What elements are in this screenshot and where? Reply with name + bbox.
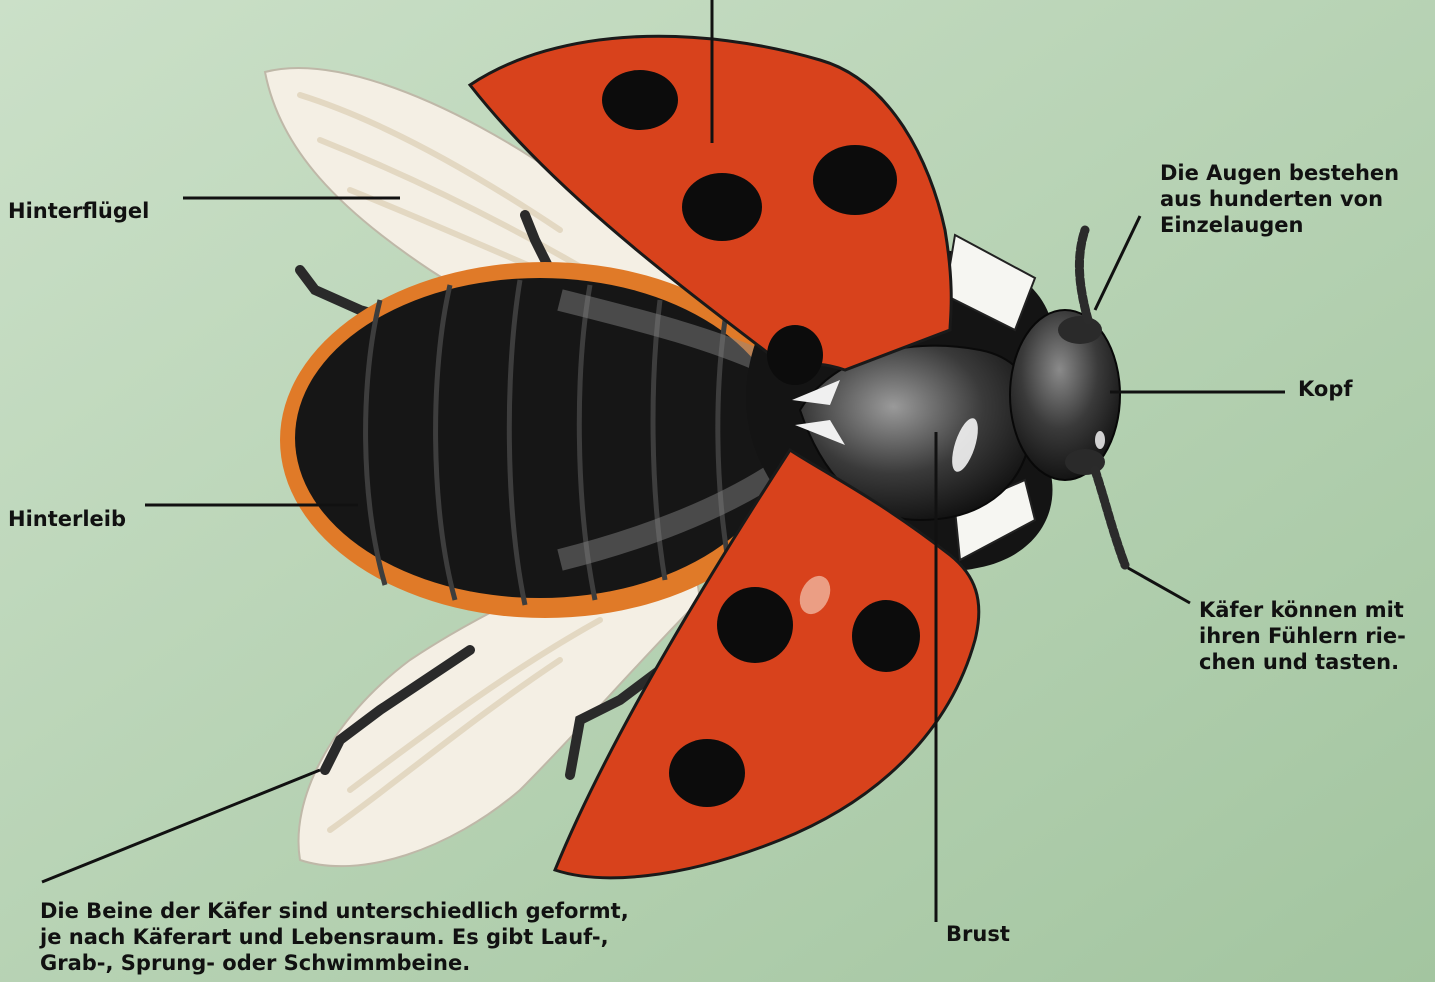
leader-line-augen: [1095, 216, 1140, 310]
head: [1010, 310, 1120, 480]
label-brust: Brust: [946, 921, 1010, 947]
label-hinterfluegel: Hinterflügel: [8, 198, 149, 224]
label-fuehler: Käfer können mit ihren Fühlern rie- chen…: [1199, 597, 1406, 675]
leader-line-beine: [42, 770, 320, 882]
label-beine: Die Beine der Käfer sind unterschiedlich…: [40, 898, 629, 976]
label-augen: Die Augen bestehen aus hunderten von Ein…: [1160, 160, 1399, 238]
label-hinterleib: Hinterleib: [8, 506, 126, 532]
leader-line-fuehler: [1128, 568, 1190, 603]
label-kopf: Kopf: [1298, 376, 1353, 402]
